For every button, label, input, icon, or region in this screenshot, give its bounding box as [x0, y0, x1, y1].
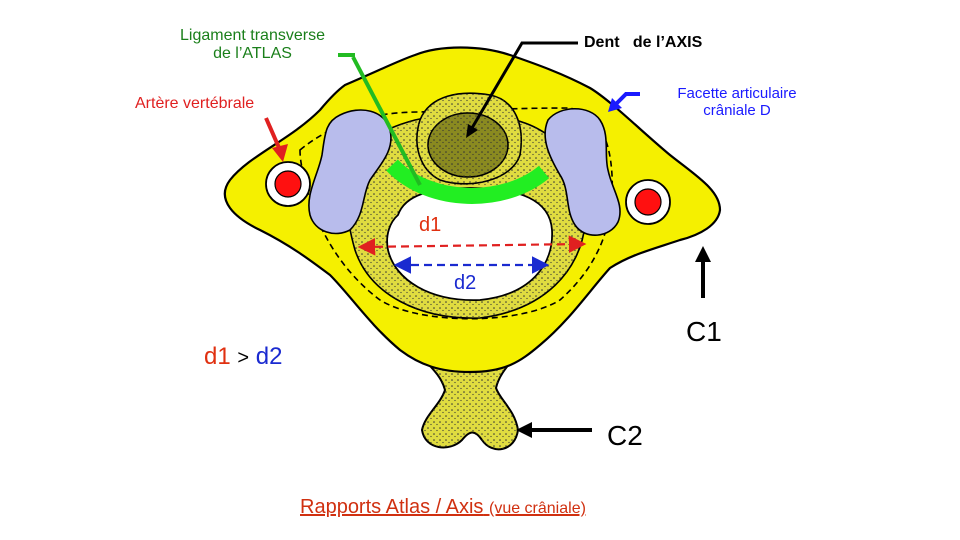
caption-sub: (vue crâniale) — [488, 500, 586, 517]
artery-pointer — [264, 117, 282, 151]
d1-label: d1 — [419, 214, 442, 236]
facette-label: Facette articulaire crâniale D — [652, 85, 822, 120]
right-articular-facet — [544, 108, 621, 236]
relation-operator: > — [237, 347, 250, 369]
artery-label: Artère vertébrale — [135, 95, 255, 112]
facette-pointer — [614, 92, 640, 106]
caption-main: Rapports Atlas / Axis — [300, 496, 484, 518]
facette-label-line2: crâniale D — [703, 102, 771, 120]
transverse-ligament — [386, 159, 550, 204]
relation-right: d2 — [255, 343, 283, 370]
c2-label: C2 — [607, 420, 643, 451]
ligament-pointer — [351, 56, 422, 186]
relation-expression: d1 > d2 — [204, 343, 282, 371]
ligament-label-line2: de l’ATLAS — [213, 45, 292, 63]
left-vertebral-artery — [274, 170, 302, 198]
ligament-label-line1: Ligament transverse — [180, 27, 325, 44]
facette-label-line1: Facette articulaire — [677, 85, 797, 102]
dent-pointer — [470, 41, 578, 129]
dent-label: Dent de l’AXIS — [584, 34, 703, 51]
ligament-label: Ligament transverse de l’ATLAS — [160, 27, 345, 64]
figure-caption: Rapports Atlas / Axis (vue crâniale) — [300, 496, 586, 519]
d2-label: d2 — [454, 272, 477, 294]
relation-left: d1 — [204, 343, 231, 370]
c1-label: C1 — [686, 316, 722, 347]
d1-measure-arrow — [357, 235, 587, 256]
right-vertebral-artery — [634, 188, 662, 216]
